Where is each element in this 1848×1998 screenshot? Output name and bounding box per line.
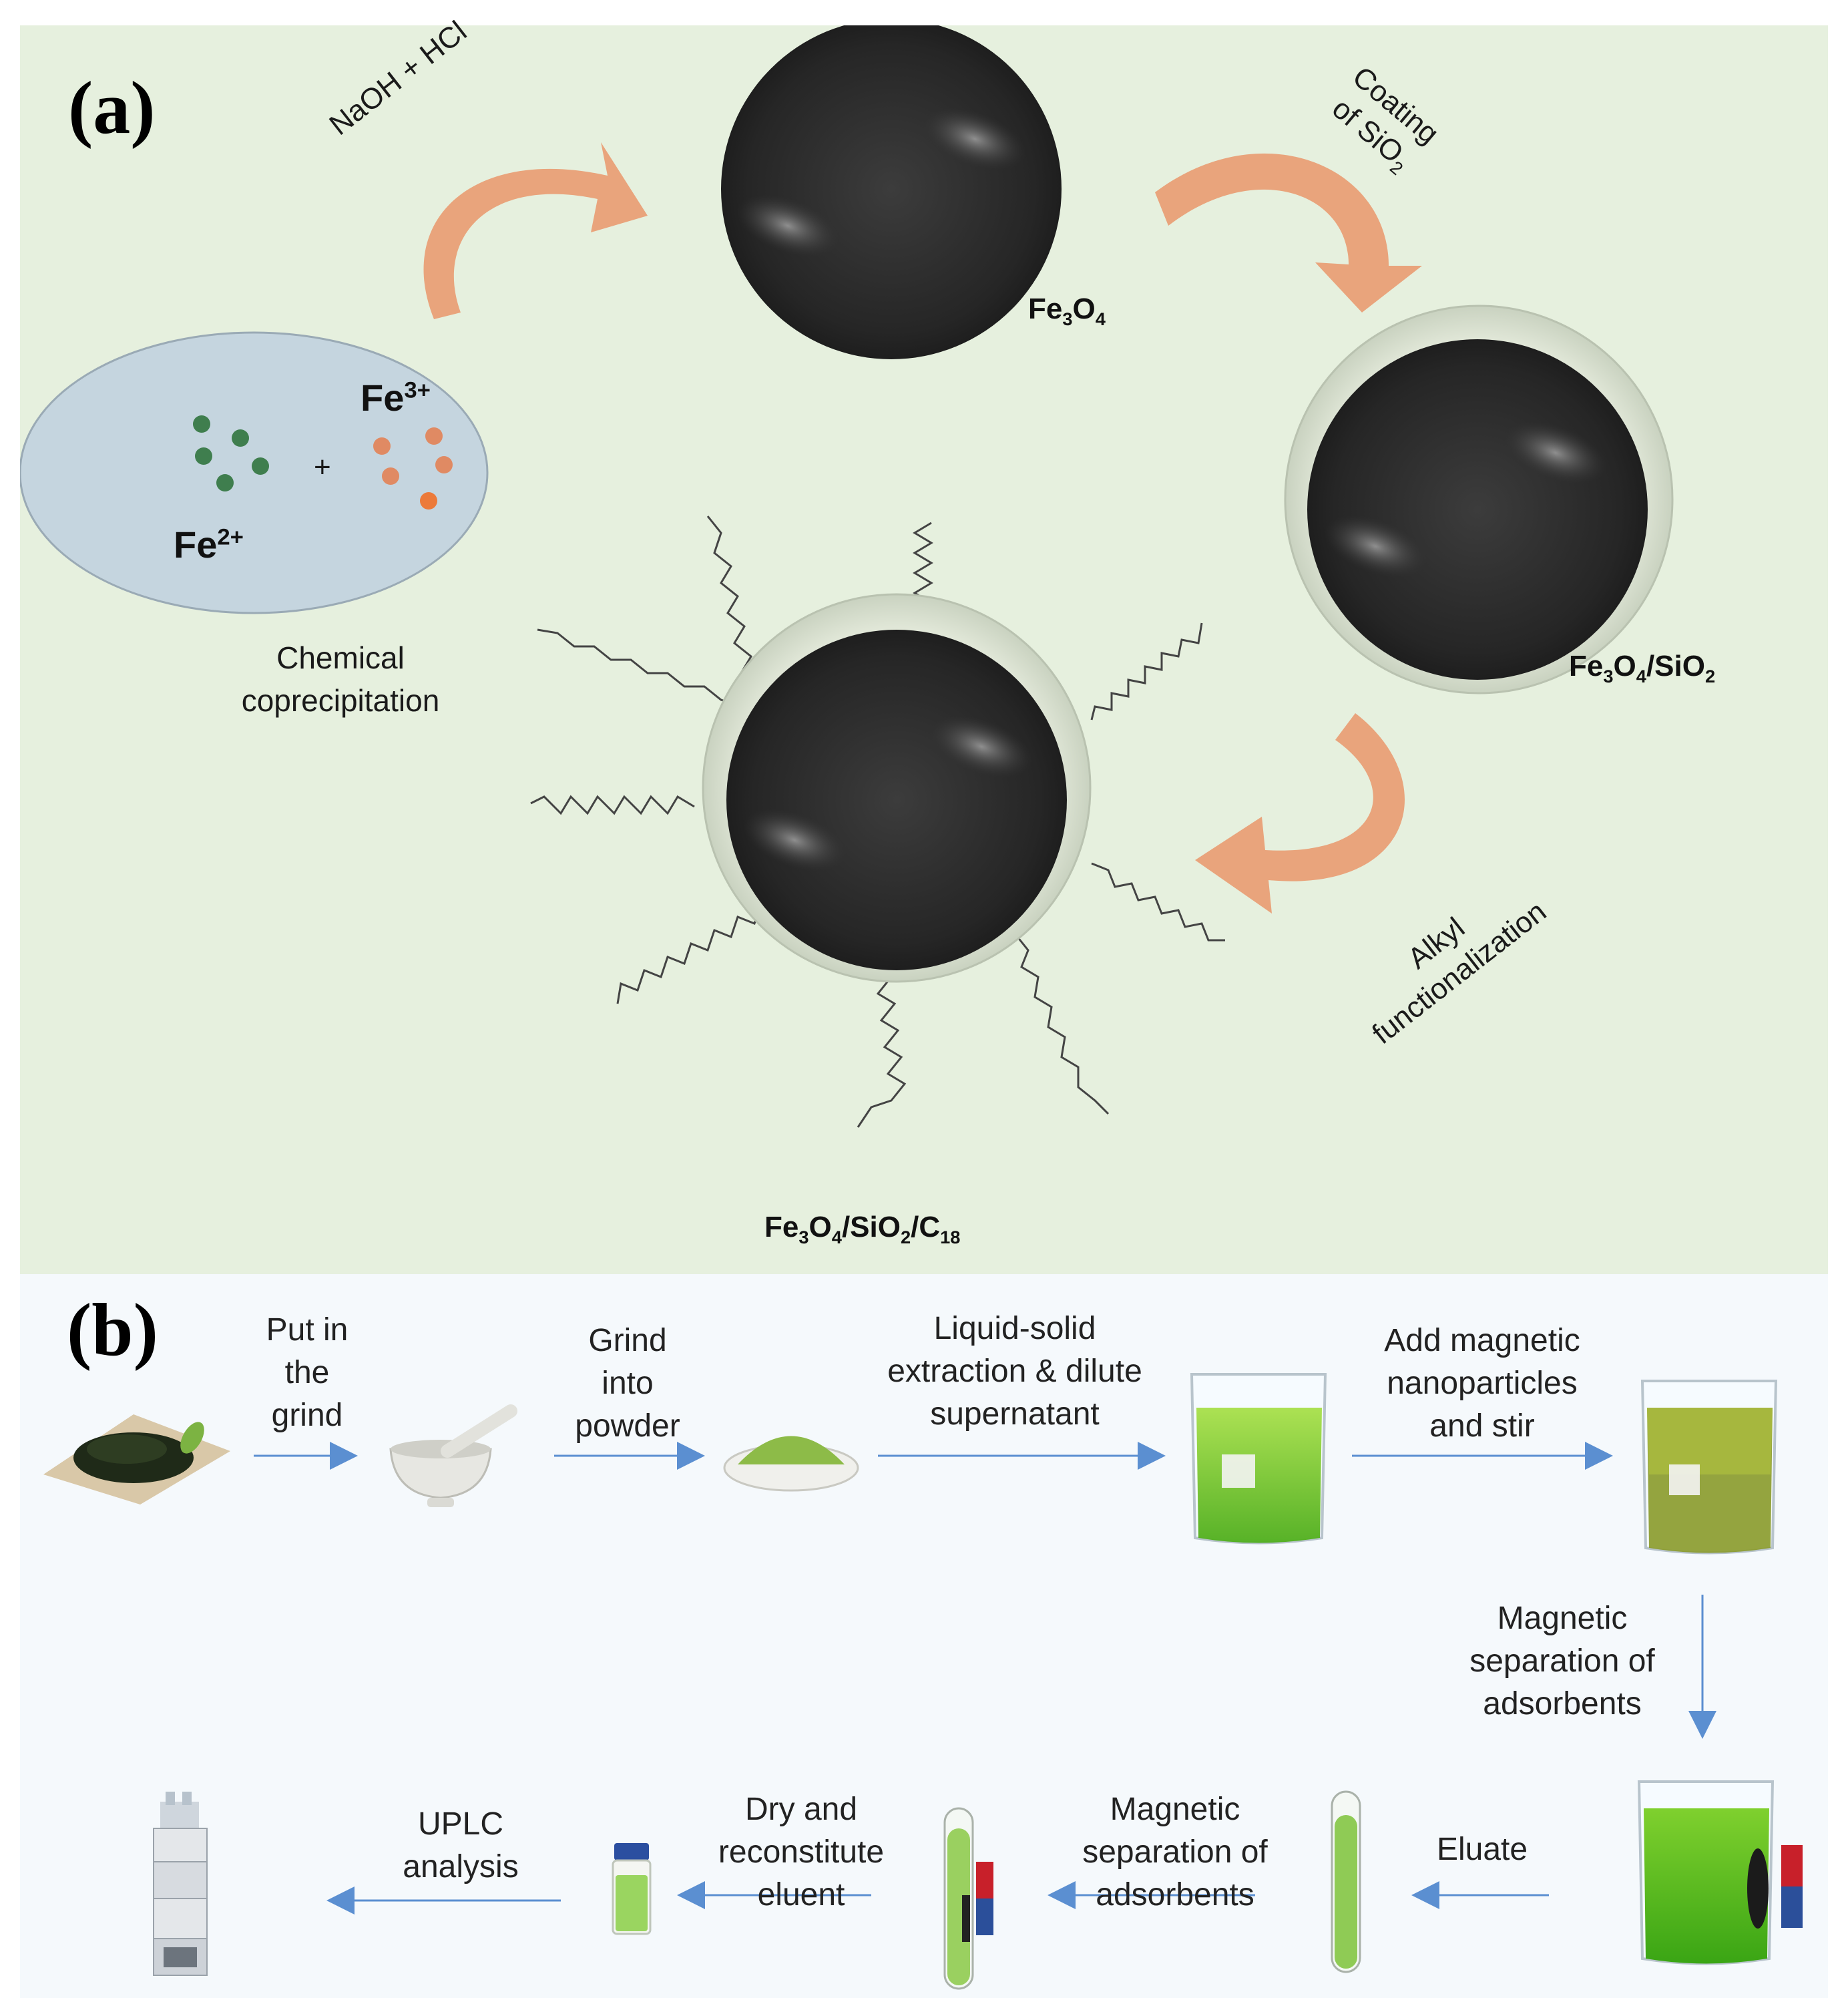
- fe2-label: Fe2+: [174, 524, 244, 566]
- fe3-label: Fe3+: [361, 377, 431, 419]
- arrow-alkyl: [1195, 713, 1405, 914]
- beaker-magnet-icon: [1637, 1780, 1803, 1965]
- panel-b-letter: (b): [67, 1289, 158, 1372]
- flow-arrows: [254, 1442, 1716, 1915]
- precursor-solution: [20, 331, 489, 614]
- fe2-ions: [193, 415, 269, 491]
- beaker-icon: [1190, 1373, 1327, 1545]
- panel-a-graphics: [20, 25, 1674, 1128]
- fe3o4-label: Fe3O4: [1028, 292, 1106, 329]
- fe3o4-particle: [721, 25, 1062, 359]
- uplc-instrument-icon: [153, 1792, 208, 1976]
- fe3o4-sio2-c18-label: Fe3O4/SiO2/C18: [764, 1211, 961, 1247]
- alkyl-chains: [530, 516, 1225, 1128]
- panel-a-letter: (a): [68, 67, 156, 150]
- step-eluate: Eluate: [1436, 1832, 1528, 1867]
- fe3-ions: [373, 427, 453, 510]
- fe3o4-sio2-c18-particle: [702, 593, 1092, 983]
- fe3o4-sio2-label: Fe3O4/SiO2: [1569, 650, 1716, 686]
- beaker-particles-icon: [1640, 1380, 1778, 1555]
- fe3o4-sio2-particle: [1284, 305, 1674, 694]
- tea-leaves-icon: [43, 1414, 230, 1505]
- test-tube-icon: [1331, 1790, 1361, 1973]
- mortar-pestle-icon: [389, 1404, 517, 1507]
- panel-b-graphics: [43, 1373, 1803, 1990]
- arrow-coating: [1155, 153, 1422, 313]
- powder-dish-icon: [723, 1436, 859, 1492]
- coprecipitation-label: Chemical coprecipitation: [241, 640, 440, 718]
- panel-a: (a) Fe2+ Fe3+ + Chemical coprecipitation…: [20, 15, 1828, 1274]
- test-tube-magnet-icon: [943, 1807, 993, 1990]
- plus-sign: +: [314, 451, 331, 483]
- vial-icon: [612, 1843, 652, 1935]
- arrow-coprecipitation: [423, 142, 648, 319]
